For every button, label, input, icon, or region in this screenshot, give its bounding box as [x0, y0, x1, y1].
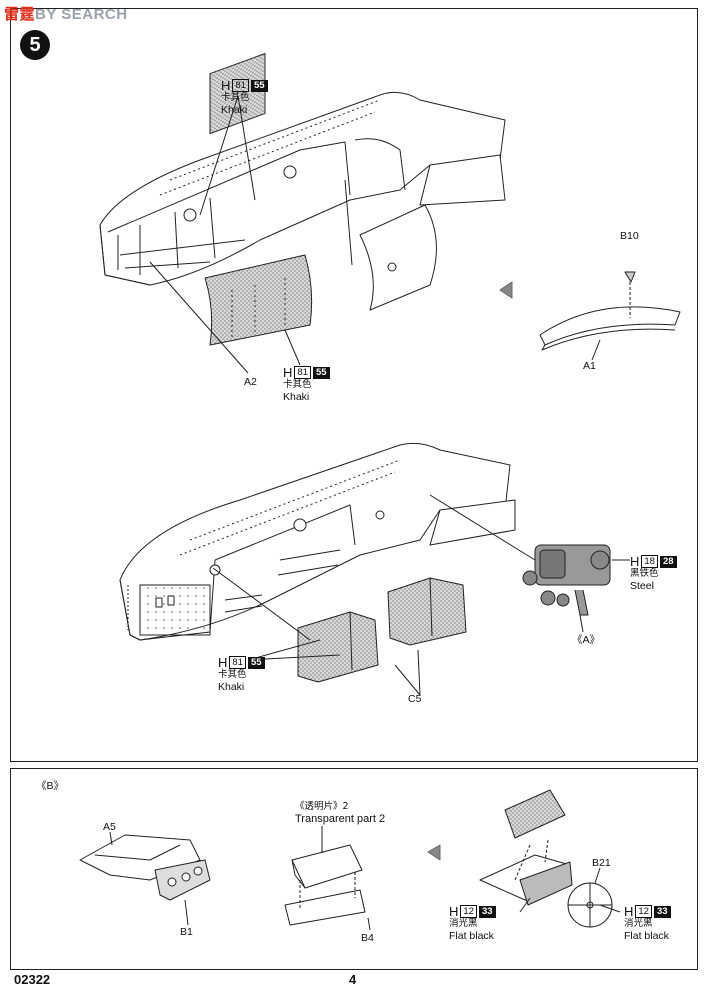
direction-arrow-2 — [427, 844, 441, 861]
window-frame — [504, 789, 566, 839]
kit-code: 02322 — [14, 972, 51, 987]
direction-arrow-1 — [499, 281, 513, 299]
part-label-a2: A2 — [244, 376, 257, 388]
panel-a2 — [204, 254, 313, 346]
part-b4 — [284, 889, 366, 926]
ref-label-b: 《B》 — [36, 780, 65, 792]
step-number: 5 — [20, 30, 50, 60]
part-label-a1: A1 — [583, 360, 596, 372]
watermark-text: BY SEARCH — [35, 6, 128, 23]
part-label-b4: B4 — [361, 932, 374, 944]
transparent-part — [291, 844, 363, 889]
hull-top-view — [99, 53, 506, 286]
part-label-b1: B1 — [180, 926, 193, 938]
watermark: 雷霆BY SEARCH — [4, 3, 128, 24]
part-label-c5: C5 — [408, 693, 422, 705]
subassembly-frame — [10, 768, 698, 970]
transparent-callout: 《透明片》2 Transparent part 2 — [295, 801, 386, 825]
main-step-frame — [10, 8, 698, 762]
watermark-logo: 雷霆 — [4, 6, 36, 23]
engine-part — [522, 544, 611, 616]
ref-label-a: 《A》 — [572, 634, 601, 646]
panel-c5-left — [297, 611, 379, 683]
door-panel — [359, 204, 437, 311]
part-label-a5: A5 — [103, 821, 116, 833]
panel-c5-right — [387, 577, 467, 646]
page-number: 4 — [349, 972, 357, 987]
part-label-b10: B10 — [620, 230, 639, 242]
roof-a1 — [539, 306, 681, 346]
part-label-b21: B21 — [592, 857, 611, 869]
